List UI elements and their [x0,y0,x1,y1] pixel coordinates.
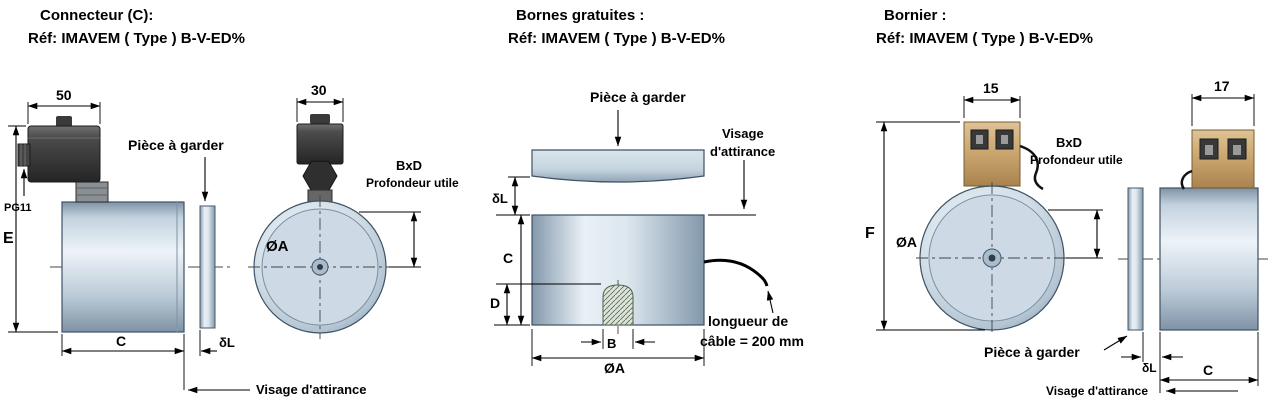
connecteur-side-view [17,116,230,333]
bornier-front-view [916,121,1068,334]
section-title-connecteur: Connecteur (C): [40,7,153,24]
section-ref-bornier: Réf: IMAVEM ( Type ) B-V-ED% [876,30,1093,47]
piece-a-garder-label-right: Pièce à garder [984,344,1080,360]
dim-c-label-left: C [116,333,126,349]
dim-c-left: C [61,333,185,356]
dim-dl-label-left: δL [219,335,235,350]
dim-dl-mid: δL [492,176,530,216]
dim-c-right: C [1159,332,1259,386]
connector-front-body [296,123,344,165]
visage-label-mid-2: d'attirance [710,144,775,159]
pg11-label: PG11 [4,202,32,214]
cable [703,258,769,287]
center-hole-dot [988,254,996,262]
profondeur-label-right: Profondeur utile [1030,153,1123,167]
keeper-plate-top [531,149,705,183]
dim-dl-label-mid: δL [492,191,508,206]
dim-30-label: 30 [311,82,327,98]
cable-length-label-2: câble = 200 mm [700,333,804,349]
piece-a-garder-callout-left: Pièce à garder [128,137,224,202]
keeper-plate-side [1127,187,1144,331]
dim-dl-right: δL [1121,332,1183,375]
magnet-body-side [1159,187,1259,331]
connecteur-front-view [248,114,392,339]
dim-oa-label-mid: ØA [604,360,625,376]
piece-a-garder-callout-mid: Pièce à garder [590,89,686,147]
dim-c-label-mid: C [503,250,513,266]
bxd-label-left: BxD [396,158,422,173]
dim-f-label: F [865,225,875,242]
pg11-callout: PG11 [4,168,32,214]
visage-label-right: Visage d'attirance [1046,384,1148,398]
dim-c-mid: C [494,214,530,326]
bornier-side-view [1118,129,1272,331]
visage-callout-right: Visage d'attirance [1046,332,1238,398]
center-hole-dot [317,264,323,270]
dim-15-label: 15 [983,80,999,96]
bxd-callout-left: BxD Profondeur utile [359,158,459,268]
profondeur-label-left: Profondeur utile [366,176,459,190]
dim-b-label-mid: B [607,336,616,351]
dim-d-label-mid: D [490,295,500,311]
bxd-label-right: BxD [1056,135,1082,150]
keeper-plate-side [199,205,216,329]
cable-length-label-1: longueur de [708,313,788,329]
section-connecteur: Connecteur (C): Réf: IMAVEM ( Type ) B-V… [3,7,459,397]
oa-label-right: ØA [896,234,917,250]
bornes-view [531,149,769,334]
visage-callout-left: Visage d'attirance [183,334,367,397]
dim-dl-left: δL [199,330,235,356]
section-title-bornes: Bornes gratuites : [516,7,644,24]
dim-d-mid: D [490,283,601,326]
piece-a-garder-callout-right: Pièce à garder [984,335,1128,360]
dim-e: E [3,125,58,333]
section-ref-connecteur: Réf: IMAVEM ( Type ) B-V-ED% [28,30,245,47]
dim-17-label: 17 [1214,78,1230,94]
pg11-gland [17,143,31,167]
section-title-bornier: Bornier : [884,7,947,24]
wire [1019,144,1044,191]
dim-b-mid: B [581,329,655,351]
dim-f: F [865,121,985,331]
dim-dl-label-right: δL [1142,361,1157,375]
cable-length-callout: longueur de câble = 200 mm [700,290,804,349]
dim-15: 15 [963,80,1021,118]
dim-17: 17 [1191,78,1255,126]
visage-label-mid-1: Visage [722,126,764,141]
visage-callout-mid: Visage d'attirance [708,126,775,216]
dim-e-label: E [3,230,14,247]
oa-label-left: ØA [266,238,289,255]
piece-a-garder-label-left: Pièce à garder [128,137,224,153]
piece-a-garder-label-mid: Pièce à garder [590,89,686,105]
section-bornier: Bornier : Réf: IMAVEM ( Type ) B-V-ED% 1… [865,7,1272,398]
wire [1180,169,1193,190]
dim-30: 30 [296,82,344,122]
bxd-callout-right: BxD Profondeur utile [1030,135,1123,259]
visage-label-left: Visage d'attirance [256,382,367,397]
connector-front-tab [310,114,330,124]
connector-body [27,125,101,183]
magnet-body-side [61,201,185,333]
dim-c-label-right: C [1203,362,1213,378]
dim-oa-mid: ØA [531,329,705,376]
dim-50-label: 50 [56,87,72,103]
dim-50: 50 [27,87,101,124]
connector-hex-nut [302,160,338,192]
section-bornes: Bornes gratuites : Réf: IMAVEM ( Type ) … [490,7,804,376]
connector-neck [75,181,109,203]
section-ref-bornes: Réf: IMAVEM ( Type ) B-V-ED% [508,30,725,47]
connector-screw [56,116,72,128]
